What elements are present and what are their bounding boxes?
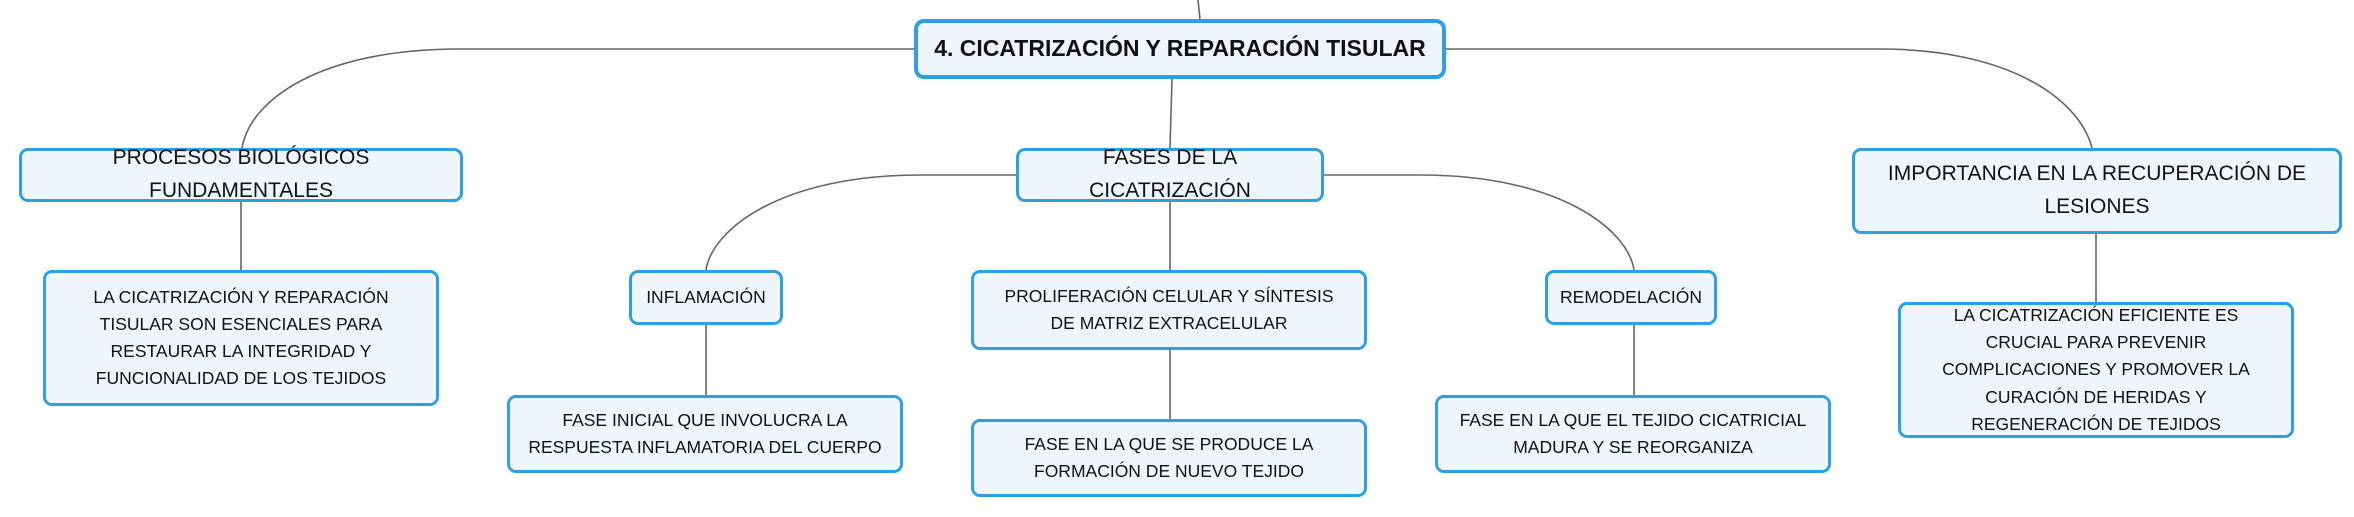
connector-parent-root [1197, 0, 1201, 20]
connector-root-procesos [241, 48, 914, 149]
detail-importancia[interactable]: LA CICATRIZACIÓN EFICIENTE ES CRUCIAL PA… [1898, 302, 2294, 438]
detail-proliferacion-text: FASE EN LA QUE SE PRODUCE LA FORMACIÓN D… [1024, 433, 1314, 481]
topic-importancia-label: IMPORTANCIA EN LA RECUPERACIÓN DE LESION… [1887, 162, 2307, 218]
subtopic-remodelacion[interactable]: REMODELACIÓN [1545, 270, 1717, 325]
topic-importancia[interactable]: IMPORTANCIA EN LA RECUPERACIÓN DE LESION… [1852, 148, 2342, 234]
detail-inflamacion[interactable]: FASE INICIAL QUE INVOLUCRA LA RESPUESTA … [507, 395, 903, 473]
topic-fases-label: FASES DE LA CICATRIZACIÓN [1089, 146, 1251, 202]
topic-procesos-label: PROCESOS BIOLÓGICOS FUNDAMENTALES [112, 146, 370, 202]
detail-importancia-text: LA CICATRIZACIÓN EFICIENTE ES CRUCIAL PA… [1942, 305, 2250, 434]
subtopic-proliferacion-label: PROLIFERACIÓN CELULAR Y SÍNTESIS DE MATR… [1004, 285, 1334, 333]
detail-procesos-text: LA CICATRIZACIÓN Y REPARACIÓN TISULAR SO… [93, 286, 389, 389]
detail-inflamacion-text: FASE INICIAL QUE INVOLUCRA LA RESPUESTA … [528, 409, 882, 457]
detail-proliferacion[interactable]: FASE EN LA QUE SE PRODUCE LA FORMACIÓN D… [971, 419, 1367, 497]
topic-procesos[interactable]: PROCESOS BIOLÓGICOS FUNDAMENTALES [19, 146, 463, 202]
detail-procesos[interactable]: LA CICATRIZACIÓN Y REPARACIÓN TISULAR SO… [43, 270, 439, 406]
subtopic-remodelacion-label: REMODELACIÓN [1560, 286, 1702, 307]
detail-remodelacion-text: FASE EN LA QUE EL TEJIDO CICATRICIAL MAD… [1459, 409, 1807, 457]
connector-root-fases [1169, 78, 1173, 149]
subtopic-proliferacion[interactable]: PROLIFERACIÓN CELULAR Y SÍNTESIS DE MATR… [971, 270, 1367, 350]
root-topic-label: 4. CICATRIZACIÓN Y REPARACIÓN TISULAR [934, 35, 1426, 62]
topic-fases[interactable]: FASES DE LA CICATRIZACIÓN [1016, 146, 1324, 202]
root-topic[interactable]: 4. CICATRIZACIÓN Y REPARACIÓN TISULAR [914, 19, 1446, 79]
connector-fases-inflamacion [705, 174, 1016, 271]
subtopic-inflamacion[interactable]: INFLAMACIÓN [629, 270, 783, 325]
subtopic-inflamacion-label: INFLAMACIÓN [646, 286, 766, 307]
detail-remodelacion[interactable]: FASE EN LA QUE EL TEJIDO CICATRICIAL MAD… [1435, 395, 1831, 473]
connector-root-importancia [1446, 48, 2093, 149]
connector-fases-remodelacion [1324, 174, 1635, 271]
